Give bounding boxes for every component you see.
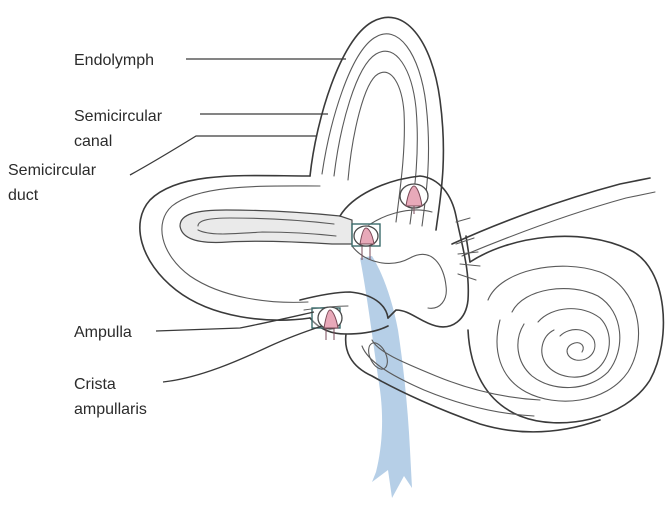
label-semicircular-duct-2: duct [8,187,39,204]
label-semicircular-duct-1: Semicircular [8,162,97,179]
cochlea [452,178,663,423]
crista-ampullaris-posterior [312,307,342,340]
label-ampulla: Ampulla [74,324,132,341]
crista-ampullaris-lateral [352,224,380,260]
leader-semicircular-duct [130,136,316,175]
label-semicircular-canal-2: canal [74,133,112,150]
label-endolymph: Endolymph [74,52,154,69]
label-semicircular-canal-1: Semicircular [74,108,163,125]
label-crista-2: ampullaris [74,401,147,418]
vestibular-nerve [360,256,412,498]
leader-crista-ampullaris [163,326,322,382]
label-crista-1: Crista [74,376,116,393]
